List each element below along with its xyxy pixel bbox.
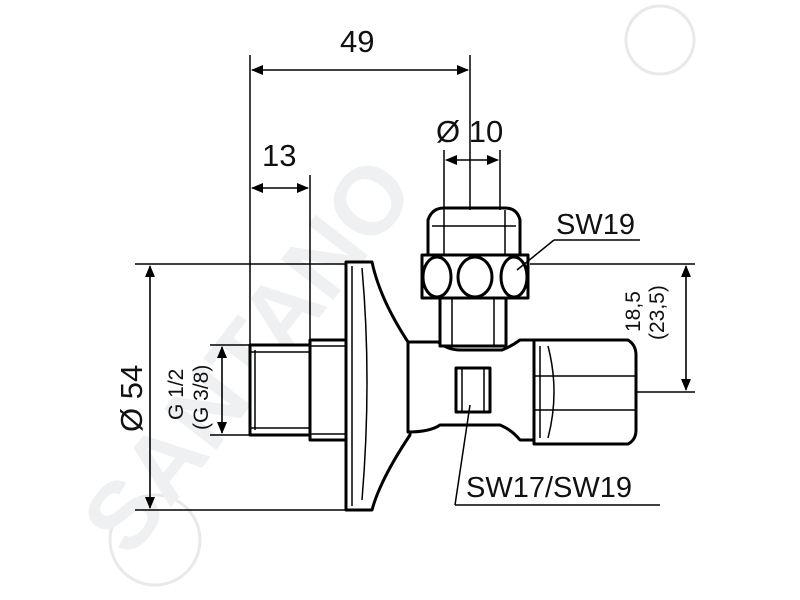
- watermark-drop-icon: [108, 493, 202, 587]
- callout-top-nut-label: SW19: [556, 209, 635, 241]
- valve-body-drawing: [248, 206, 638, 512]
- dim-thread-alt-label: (G 3/8): [190, 365, 213, 430]
- dim-stem-diameter-label: Ø 10: [436, 114, 503, 149]
- dimension-labels: 49 13 Ø 10 Ø 54 G 1/2 (G 3/8) 18,5 (23,5…: [114, 24, 669, 504]
- dim-thread-main-label: G 1/2: [165, 369, 188, 420]
- callout-body-nut-label: SW17/SW19: [466, 472, 632, 504]
- dimension-lines: [135, 55, 695, 511]
- dim-outlet-height-main-label: 18,5: [622, 291, 645, 332]
- dim-outlet-height-alt-label: (23,5): [646, 285, 669, 340]
- dim-body-diameter-label: Ø 54: [114, 365, 149, 432]
- dim-outlet-offset-label: 13: [262, 138, 296, 173]
- dim-overall-length-label: 49: [340, 24, 374, 59]
- watermark-circle-icon: [624, 4, 696, 76]
